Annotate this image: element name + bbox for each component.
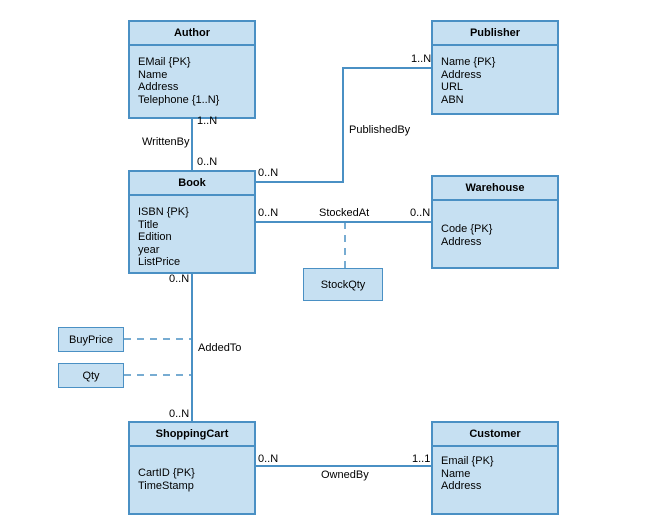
publishedby-label: PublishedBy: [349, 124, 411, 136]
book-entity-title: Book: [130, 172, 254, 196]
book-attribute: Edition: [138, 231, 172, 243]
author-attribute: EMail {PK}: [138, 56, 191, 68]
stockqty-box[interactable]: StockQty: [303, 268, 383, 301]
warehouse-entity[interactable]: Warehouse Code {PK} Address: [431, 175, 559, 269]
writtenby-author-multiplicity: 1..N: [197, 115, 218, 127]
customer-attribute: Address: [441, 480, 482, 492]
customer-attributes: Email {PK} Name Address: [433, 447, 557, 493]
warehouse-entity-title: Warehouse: [433, 177, 557, 201]
publishedby-publisher-multiplicity: 1..N: [411, 53, 432, 65]
author-attribute: Name: [138, 68, 168, 81]
shoppingcart-attributes: CartID {PK} TimeStamp: [130, 447, 254, 492]
shoppingcart-entity-title: ShoppingCart: [130, 423, 254, 447]
writtenby-book-multiplicity: 0..N: [197, 156, 218, 168]
stockedat-warehouse-multiplicity: 0..N: [410, 207, 431, 219]
shoppingcart-entity[interactable]: ShoppingCart CartID {PK} TimeStamp: [128, 421, 256, 515]
customer-entity[interactable]: Customer Email {PK} Name Address: [431, 421, 559, 515]
publisher-attribute: Name {PK}: [441, 56, 496, 68]
addedto-label: AddedTo: [198, 342, 242, 354]
publisher-attribute: Address: [441, 68, 482, 81]
publisher-entity[interactable]: Publisher Name {PK} Address URL ABN: [431, 20, 559, 115]
publishedby-book-multiplicity: 0..N: [258, 167, 279, 179]
publisher-attribute: ABN: [441, 93, 464, 106]
author-attributes: EMail {PK} Name Address Telephone {1..N}: [130, 46, 254, 106]
warehouse-attribute: Address: [441, 235, 482, 248]
book-attribute: Title: [138, 218, 159, 231]
book-attribute: ListPrice: [138, 256, 181, 268]
addedto-book-multiplicity: 0..N: [169, 273, 190, 285]
stockedat-label: StockedAt: [319, 207, 370, 219]
shoppingcart-attribute: CartID {PK}: [138, 467, 195, 479]
author-attribute: Telephone {1..N}: [138, 93, 220, 106]
publisher-entity-title: Publisher: [433, 22, 557, 46]
ownedby-customer-multiplicity: 1..1: [412, 453, 431, 465]
shoppingcart-attribute: TimeStamp: [138, 479, 194, 492]
author-attribute: Address: [138, 81, 179, 93]
writtenby-label: WrittenBy: [142, 136, 190, 148]
author-entity-title: Author: [130, 22, 254, 46]
customer-entity-title: Customer: [433, 423, 557, 447]
book-attributes: ISBN {PK} Title Edition year ListPrice: [130, 196, 254, 269]
customer-attribute: Email {PK}: [441, 455, 494, 467]
publisher-attributes: Name {PK} Address URL ABN: [433, 46, 557, 106]
addedto-cart-multiplicity: 0..N: [169, 408, 190, 420]
publisher-attribute: URL: [441, 81, 464, 93]
warehouse-attribute: Code {PK}: [441, 223, 493, 235]
qty-box[interactable]: Qty: [58, 363, 124, 388]
publishedby-line: [256, 67, 431, 183]
ownedby-label: OwnedBy: [321, 469, 369, 481]
stockedat-book-multiplicity: 0..N: [258, 207, 279, 219]
buyprice-box[interactable]: BuyPrice: [58, 327, 124, 352]
book-entity[interactable]: Book ISBN {PK} Title Edition year ListPr…: [128, 170, 256, 274]
book-attribute: year: [138, 243, 160, 256]
warehouse-attributes: Code {PK} Address: [433, 201, 557, 248]
author-entity[interactable]: Author EMail {PK} Name Address Telephone…: [128, 20, 256, 119]
customer-attribute: Name: [441, 467, 471, 480]
ownedby-cart-multiplicity: 0..N: [258, 453, 279, 465]
book-attribute: ISBN {PK}: [138, 206, 189, 218]
